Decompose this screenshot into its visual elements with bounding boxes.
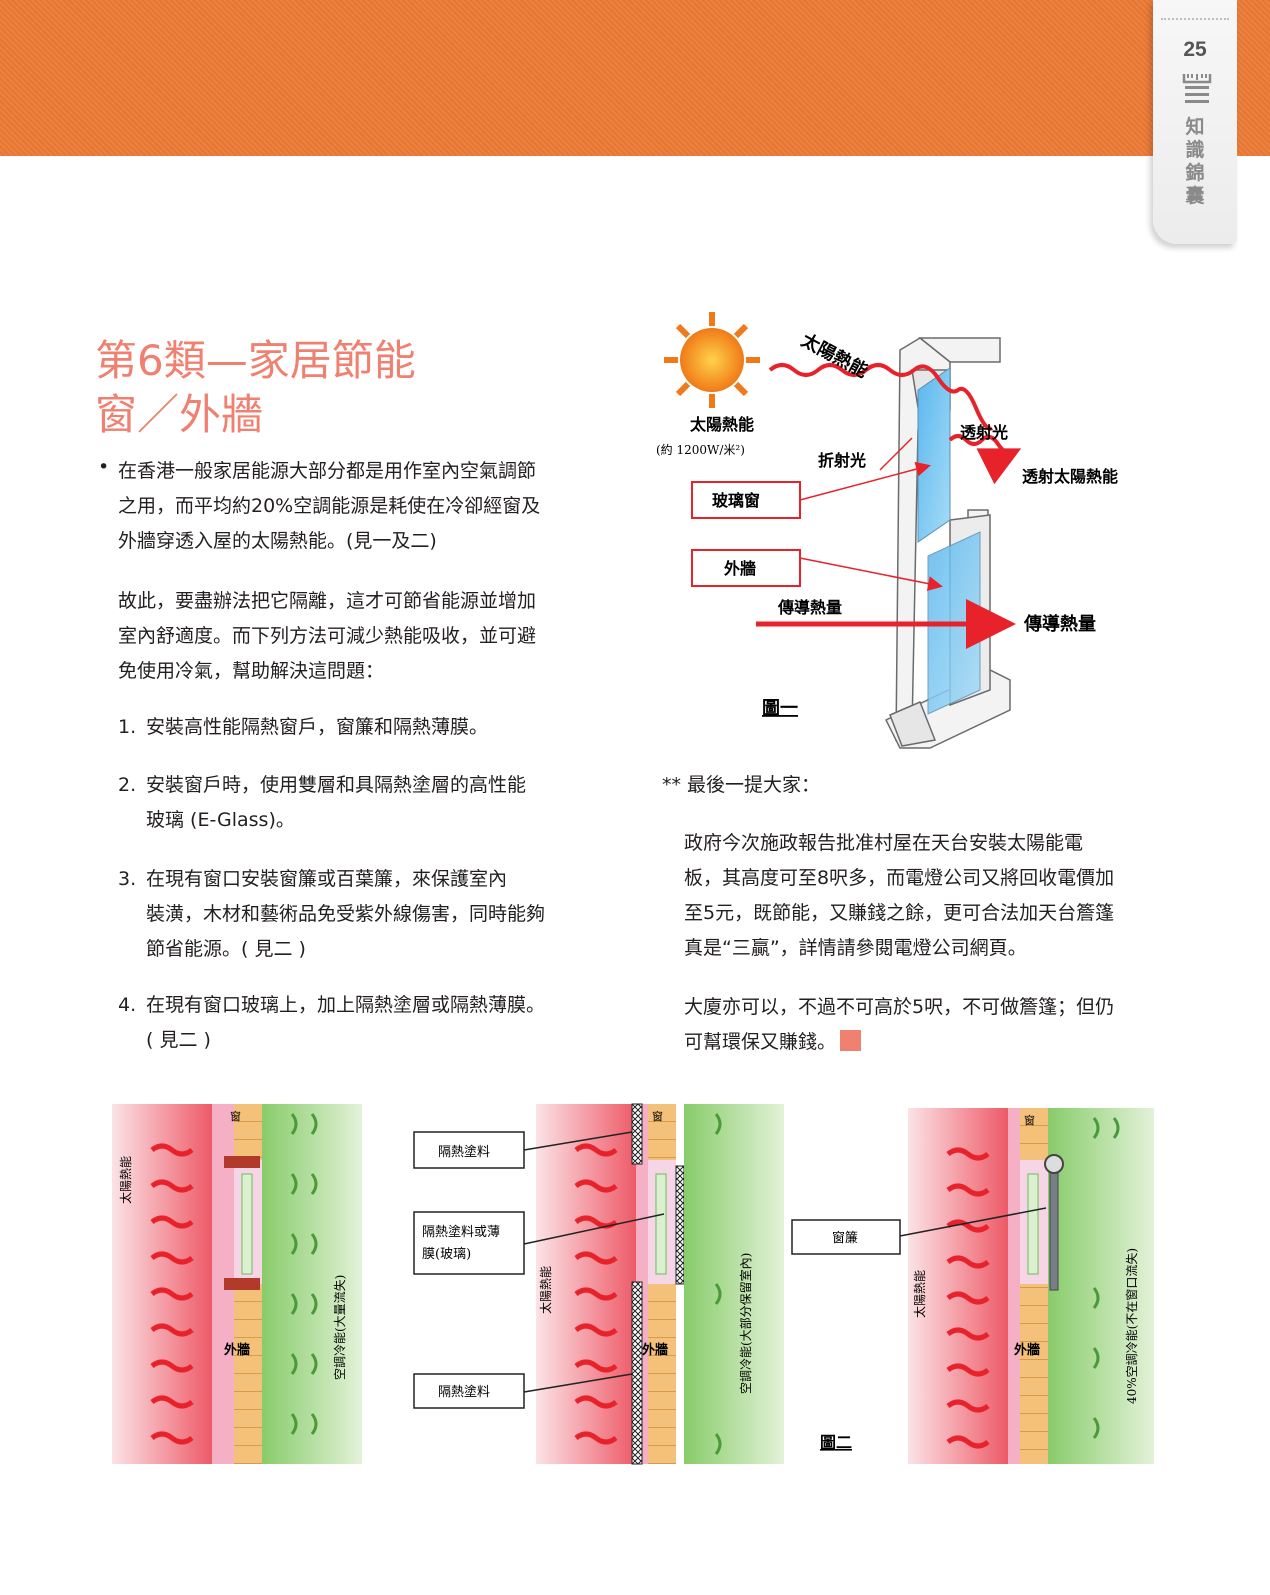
note-line: 至5元，既節能，又賺錢之餘，更可合法加天台簷篷 — [684, 902, 1115, 924]
inside-label: 空調冷能(大量流失) — [332, 1275, 347, 1380]
panel-c-callout: 窗簾 — [791, 1207, 1047, 1255]
upper-glass — [917, 367, 951, 543]
panel-c: 太陽熱能 窗 外牆 40%空調冷能(不在窗口流失) — [908, 1108, 1154, 1464]
title-line-2: 窗／外牆 — [95, 390, 264, 439]
list-number: 1. — [118, 716, 137, 738]
figure-2: 太陽熱能 窗 外牆 空調冷能(大量流失) 太陽熱能 窗 外牆 空調冷能(大部分保… — [112, 1103, 1154, 1465]
inside-label: 空調冷能(大部分保留室內) — [738, 1253, 753, 1394]
outer-wall-label: 外牆 — [723, 559, 756, 578]
callout-curtain: 窗簾 — [832, 1230, 858, 1246]
window-label: 窗 — [652, 1109, 663, 1123]
callout-coating-top: 隔熱塗料 — [438, 1144, 490, 1160]
note-line-last: 可幫環保又賺錢。 — [684, 1025, 1154, 1060]
transmitted-wave — [948, 434, 1022, 485]
bullet-line: 外牆穿透入屋的太陽熱能。(見一及二) — [118, 530, 437, 552]
list-line: 裝潢，木材和藝術品免受紫外線傷害，同時能夠 — [146, 903, 546, 925]
list-line: 在現有窗口玻璃上，加上隔熱塗層或隔熱薄膜。 — [146, 994, 546, 1016]
section-label: 知識錦囊 — [1185, 116, 1205, 207]
panel-b: 太陽熱能 窗 外牆 空調冷能(大部分保留室內) — [536, 1103, 784, 1465]
intro-paragraph: 故此，要盡辦法把它隔離，這才可節省能源並增加 室內舒適度。而下列方法可減少熱能吸… — [118, 584, 588, 689]
refracted-label: 折射光 — [818, 451, 866, 470]
page-title: 第6類—家居節能 窗／外牆 — [95, 334, 416, 442]
list-item: 安裝窗戶時，使用雙層和具隔熱塗層的高性能 玻璃 (E-Glass)。 — [146, 768, 586, 838]
list-number: 3. — [118, 868, 137, 890]
note-line: 可幫環保又賺錢。 — [684, 1031, 837, 1053]
bullet-line: 在香港一般家居能源大部分都是用作室內空氣調節 — [118, 460, 537, 482]
header-band — [0, 0, 1270, 156]
note-line: 政府今次施政報告批准村屋在天台安裝太陽能電 — [684, 832, 1084, 854]
glass-window-label: 玻璃窗 — [712, 491, 760, 510]
page-number: 25 — [1183, 38, 1207, 61]
callout-film-line1: 隔熱塗料或薄 — [422, 1224, 500, 1240]
cool-arrows — [290, 1113, 318, 1435]
figure-1-caption: 圖一 — [762, 698, 798, 719]
panel-b-callouts: 隔熱塗料 隔熱塗料或薄 膜(玻璃) 隔熱塗料 — [413, 1131, 665, 1409]
glass-window-box — [691, 481, 801, 519]
outside-label: 太陽熱能 — [118, 1156, 133, 1204]
list-item: 在現有窗口安裝窗簾或百葉簾，來保護室內 裝潢，木材和藝術品免受紫外線傷害，同時能… — [146, 862, 586, 967]
outside-label: 太陽熱能 — [912, 1270, 927, 1318]
callout-coating-bottom: 隔熱塗料 — [438, 1384, 490, 1400]
outer-wall-box — [691, 549, 801, 587]
sun-icon — [664, 312, 760, 408]
bullet-line: 之用，而平均約20%空調能源是耗使在冷卻經窗及 — [118, 495, 541, 517]
paragraph-line: 室內舒適度。而下列方法可減少熱能吸收，並可避 — [118, 625, 537, 647]
kitchen-tools-icon — [1182, 74, 1212, 103]
wall-label: 外牆 — [641, 1342, 668, 1358]
note-line: 板，其高度可至8呎多，而電燈公司又將回收電價加 — [684, 867, 1115, 889]
conducted-right-label: 傳導熱量 — [1023, 613, 1096, 635]
window-label: 窗 — [230, 1109, 241, 1123]
note-heading: ** 最後一提大家： — [662, 774, 821, 796]
list-line: 在現有窗口安裝窗簾或百葉簾，來保護室內 — [146, 868, 508, 890]
list-line: 安裝窗戶時，使用雙層和具隔熱塗層的高性能 — [146, 774, 527, 796]
inside-label: 40%空調冷能(不在窗口流失) — [1124, 1248, 1139, 1404]
section-tab: 25 知識錦囊 — [1153, 0, 1237, 244]
title-line-1: 第6類—家居節能 — [95, 336, 416, 385]
list-line: 節省能源。( 見二 ) — [146, 938, 306, 960]
refracted-ray — [879, 437, 913, 471]
list-item: 在現有窗口玻璃上，加上隔熱塗層或隔熱薄膜。 ( 見二 ) — [146, 988, 586, 1058]
paragraph-line: 免使用冷氣，幫助解決這問題： — [118, 660, 385, 682]
transmitted-label: 透射光 — [960, 423, 1008, 442]
note-line: 大廈亦可以，不過不可高於5呎，不可做簷篷；但仍 — [684, 996, 1115, 1018]
outside-label: 太陽熱能 — [538, 1266, 553, 1314]
note-line: 真是“三贏”，詳情請參閱電燈公司網頁。 — [684, 937, 1027, 959]
list-number: 4. — [118, 994, 137, 1016]
transmitted-heat-label: 透射太陽熱能 — [1022, 467, 1118, 486]
list-line: ( 見二 ) — [146, 1029, 211, 1051]
wall-label: 外牆 — [223, 1342, 250, 1358]
figure-1: 太陽熱能 (約 1200W/米²) 太陽熱能 折射光 透射光 透射太陽熱能 玻璃… — [656, 312, 1118, 749]
sun-label: 太陽熱能 — [689, 415, 754, 434]
note-paragraph-2: 大廈亦可以，不過不可高於5呎，不可做簷篷；但仍 可幫環保又賺錢。 — [684, 990, 1154, 1060]
note-paragraph-1: 政府今次施政報告批准村屋在天台安裝太陽能電 板，其高度可至8呎多，而電燈公司又將… — [684, 826, 1154, 966]
intro-bullet: 在香港一般家居能源大部分都是用作室內空氣調節 之用，而平均約20%空調能源是耗使… — [118, 454, 588, 559]
end-mark — [840, 1030, 862, 1051]
list-line: 玻璃 (E-Glass)。 — [146, 809, 295, 831]
list-item: 安裝高性能隔熱窗戶，窗簾和隔熱薄膜。 — [146, 710, 586, 745]
wall-label: 外牆 — [1013, 1342, 1040, 1358]
sun-value: (約 1200W/米²) — [656, 442, 745, 457]
solar-wave — [768, 363, 994, 431]
tab-stitch — [1161, 18, 1229, 20]
conducted-left-label: 傳導熱量 — [777, 598, 842, 617]
bullet-dot: • — [98, 456, 110, 478]
list-line: 安裝高性能隔熱窗戶，窗簾和隔熱薄膜。 — [146, 716, 489, 738]
panel-a: 太陽熱能 窗 外牆 空調冷能(大量流失) — [112, 1104, 362, 1464]
callout-film-line2: 膜(玻璃) — [422, 1247, 471, 1262]
window-label: 窗 — [1024, 1113, 1035, 1127]
paragraph-line: 故此，要盡辦法把它隔離，這才可節省能源並增加 — [118, 590, 537, 612]
list-number: 2. — [118, 774, 137, 796]
figure-2-caption: 圖二 — [820, 1433, 852, 1452]
